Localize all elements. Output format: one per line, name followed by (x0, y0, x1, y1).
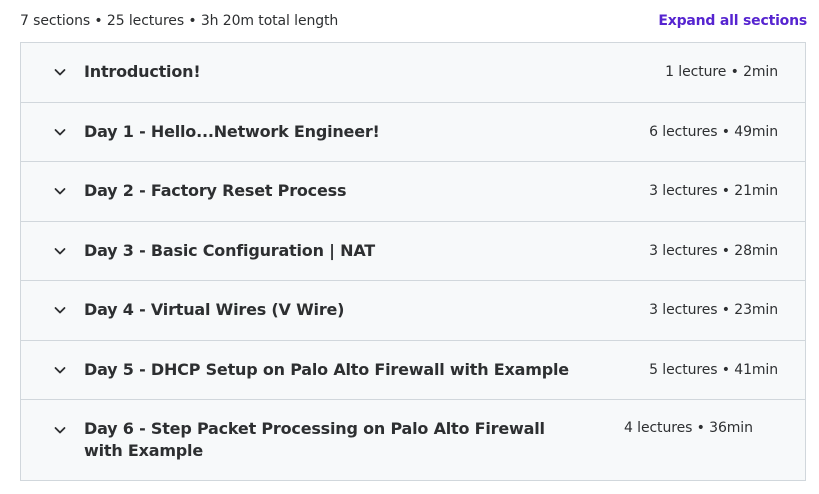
section-meta: 3 lectures • 21min (649, 183, 778, 200)
section-meta: 4 lectures • 36min (624, 420, 753, 436)
chevron-down-icon (52, 302, 68, 318)
curriculum-summary: 7 sections • 25 lectures • 3h 20m total … (20, 13, 339, 29)
section-day-1[interactable]: Day 1 - Hello...Network Engineer! 6 lect… (21, 102, 805, 162)
section-day-4[interactable]: Day 4 - Virtual Wires (V Wire) 3 lecture… (21, 281, 805, 341)
section-title: Day 5 - DHCP Setup on Palo Alto Firewall… (84, 359, 569, 379)
section-day-2[interactable]: Day 2 - Factory Reset Process 3 lectures… (21, 162, 805, 222)
chevron-down-icon (52, 183, 68, 199)
section-title: Introduction! (84, 62, 201, 82)
expand-all-sections-button[interactable]: Expand all sections (658, 13, 807, 29)
section-introduction[interactable]: Introduction! 1 lecture • 2min (21, 43, 805, 103)
section-title: Day 3 - Basic Configuration | NAT (84, 240, 376, 260)
curriculum-sections: Introduction! 1 lecture • 2min Day 1 - H… (20, 42, 806, 481)
section-day-6[interactable]: Day 6 - Step Packet Processing on Palo A… (21, 400, 805, 480)
curriculum-summary-bar: 7 sections • 25 lectures • 3h 20m total … (20, 8, 807, 34)
section-meta: 5 lectures • 41min (649, 361, 778, 378)
chevron-down-icon (52, 422, 68, 438)
section-title: Day 4 - Virtual Wires (V Wire) (84, 300, 345, 320)
chevron-down-icon (52, 64, 68, 80)
section-meta: 3 lectures • 28min (649, 242, 778, 259)
section-day-5[interactable]: Day 5 - DHCP Setup on Palo Alto Firewall… (21, 340, 805, 400)
section-title: Day 2 - Factory Reset Process (84, 181, 347, 201)
section-meta: 6 lectures • 49min (649, 123, 778, 140)
section-day-3[interactable]: Day 3 - Basic Configuration | NAT 3 lect… (21, 221, 805, 281)
chevron-down-icon (52, 124, 68, 140)
section-meta: 3 lectures • 23min (649, 302, 778, 319)
section-title: Day 1 - Hello...Network Engineer! (84, 121, 380, 141)
chevron-down-icon (52, 362, 68, 378)
section-title: Day 6 - Step Packet Processing on Palo A… (84, 419, 545, 460)
section-meta: 1 lecture • 2min (665, 64, 778, 81)
chevron-down-icon (52, 243, 68, 259)
